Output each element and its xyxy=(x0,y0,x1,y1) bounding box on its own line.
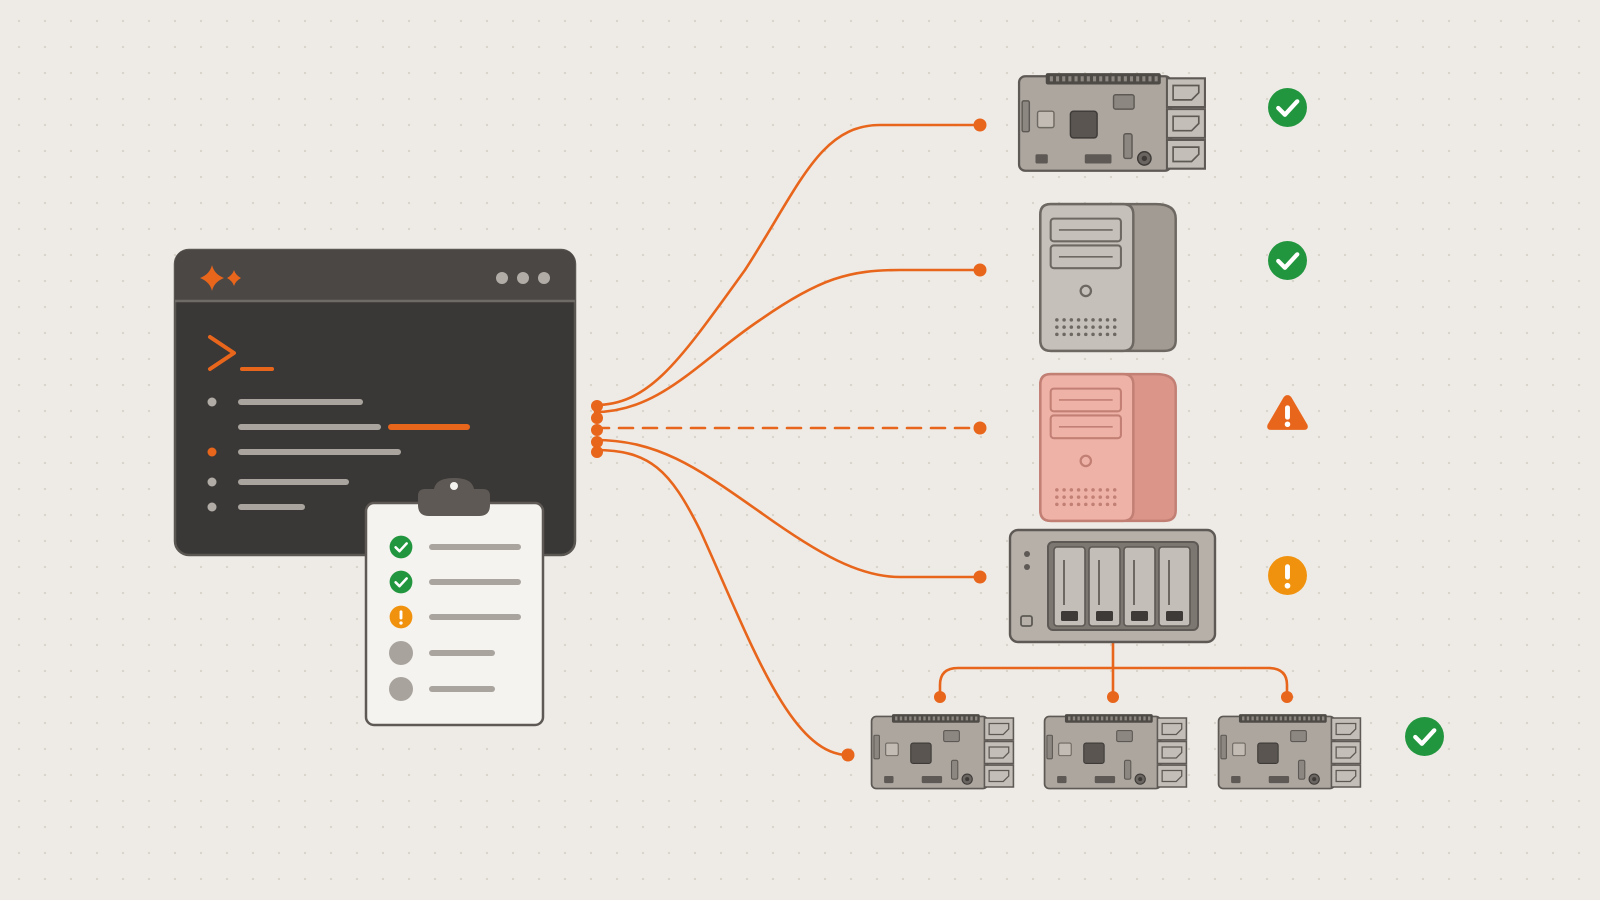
circle-icon xyxy=(389,641,413,665)
endpoint-tower-server-warning xyxy=(973,421,987,435)
connection-line-pi-cluster xyxy=(593,448,850,757)
endpoint-pi-cluster xyxy=(841,748,855,762)
checklist-item-2 xyxy=(389,570,521,594)
prompt-chevron-icon xyxy=(208,335,274,371)
device-tower-server-warning[interactable] xyxy=(1040,374,1176,521)
status-attention-nas-icon xyxy=(1268,556,1307,595)
checklist-item-3 xyxy=(389,605,521,629)
connection-line-tower-server xyxy=(593,268,982,414)
checklist-item-4 xyxy=(389,641,495,665)
endpoint-tower-server xyxy=(973,263,987,277)
device-nas[interactable] xyxy=(1008,528,1217,644)
cluster-node-2[interactable] xyxy=(1043,713,1188,790)
status-ok-tower-server-icon xyxy=(1268,241,1307,280)
connection-line-nas xyxy=(593,438,982,579)
window-dot-2[interactable] xyxy=(517,272,529,284)
window-dot-3[interactable] xyxy=(538,272,550,284)
endpoint-nas xyxy=(973,570,987,584)
device-raspberry-pi[interactable] xyxy=(1017,72,1207,172)
connection-line-raspberry-pi xyxy=(593,123,982,407)
cluster-node-3[interactable] xyxy=(1217,713,1362,790)
window-dot-1[interactable] xyxy=(496,272,508,284)
status-ok-pi-cluster-icon xyxy=(1405,717,1444,756)
endpoint-raspberry-pi xyxy=(973,118,987,132)
cluster-branch-lines xyxy=(938,641,1289,698)
check-icon xyxy=(389,535,413,559)
sparkle-icon xyxy=(200,265,241,291)
checklist-item-5 xyxy=(389,677,495,701)
device-tower-server[interactable] xyxy=(1040,204,1176,351)
exclamation-icon xyxy=(389,605,413,629)
status-ok-raspberry-pi-icon xyxy=(1268,88,1307,127)
check-icon xyxy=(389,570,413,594)
status-warning-triangle-icon xyxy=(1267,395,1308,430)
connection-lines xyxy=(593,123,982,757)
connection-endpoints xyxy=(591,118,987,762)
window-controls xyxy=(496,272,550,284)
cluster-node-1[interactable] xyxy=(870,713,1015,790)
device-pi-cluster[interactable] xyxy=(870,713,1362,790)
circle-icon xyxy=(389,677,413,701)
clipboard-checklist xyxy=(364,478,545,727)
terminal-output-lines xyxy=(207,397,470,512)
checklist-item-1 xyxy=(389,535,521,559)
status-indicators xyxy=(1267,88,1444,756)
